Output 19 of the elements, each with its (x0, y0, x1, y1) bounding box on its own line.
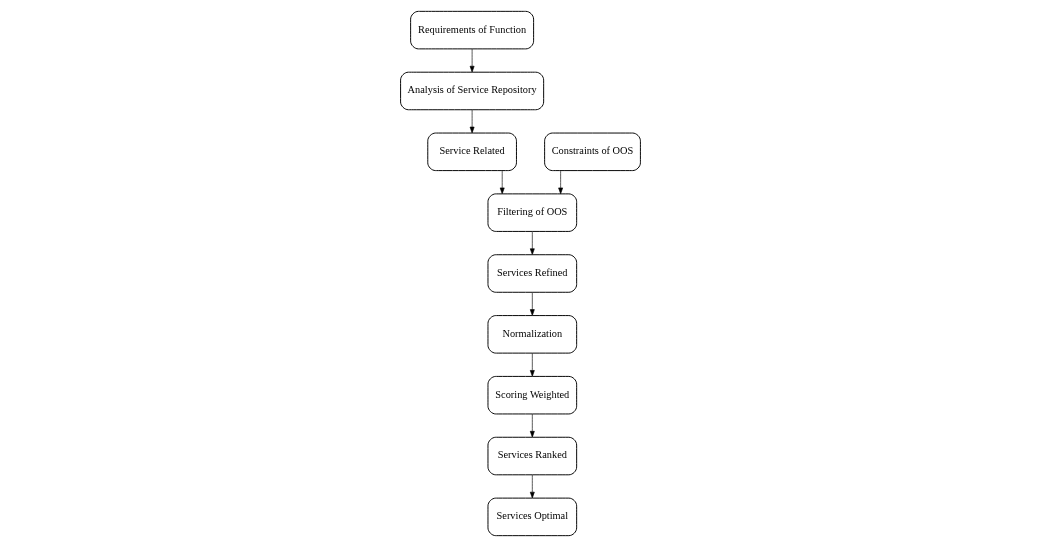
arrow (529, 231, 535, 255)
node-box: Services Ranked (487, 436, 577, 476)
arrow (557, 170, 563, 195)
node-box: Service Related (426, 132, 517, 172)
arrow (529, 292, 535, 316)
node-box: Normalization (487, 315, 577, 354)
node-box: Services Optimal (487, 497, 577, 537)
node-box: Scoring Weighted (487, 375, 577, 415)
node-box: Requirements of Function (409, 10, 534, 50)
arrow (529, 413, 535, 438)
node-box: Constraints of OOS (543, 132, 641, 172)
node-box: Services Refined (487, 254, 577, 293)
arrow (529, 352, 535, 377)
arrow (469, 48, 474, 73)
node-box: Analysis of Service Repository (399, 71, 544, 111)
arrow (469, 109, 474, 134)
node-box: Filtering of OOS (487, 193, 577, 232)
arrow (499, 170, 505, 195)
arrow (529, 474, 535, 499)
